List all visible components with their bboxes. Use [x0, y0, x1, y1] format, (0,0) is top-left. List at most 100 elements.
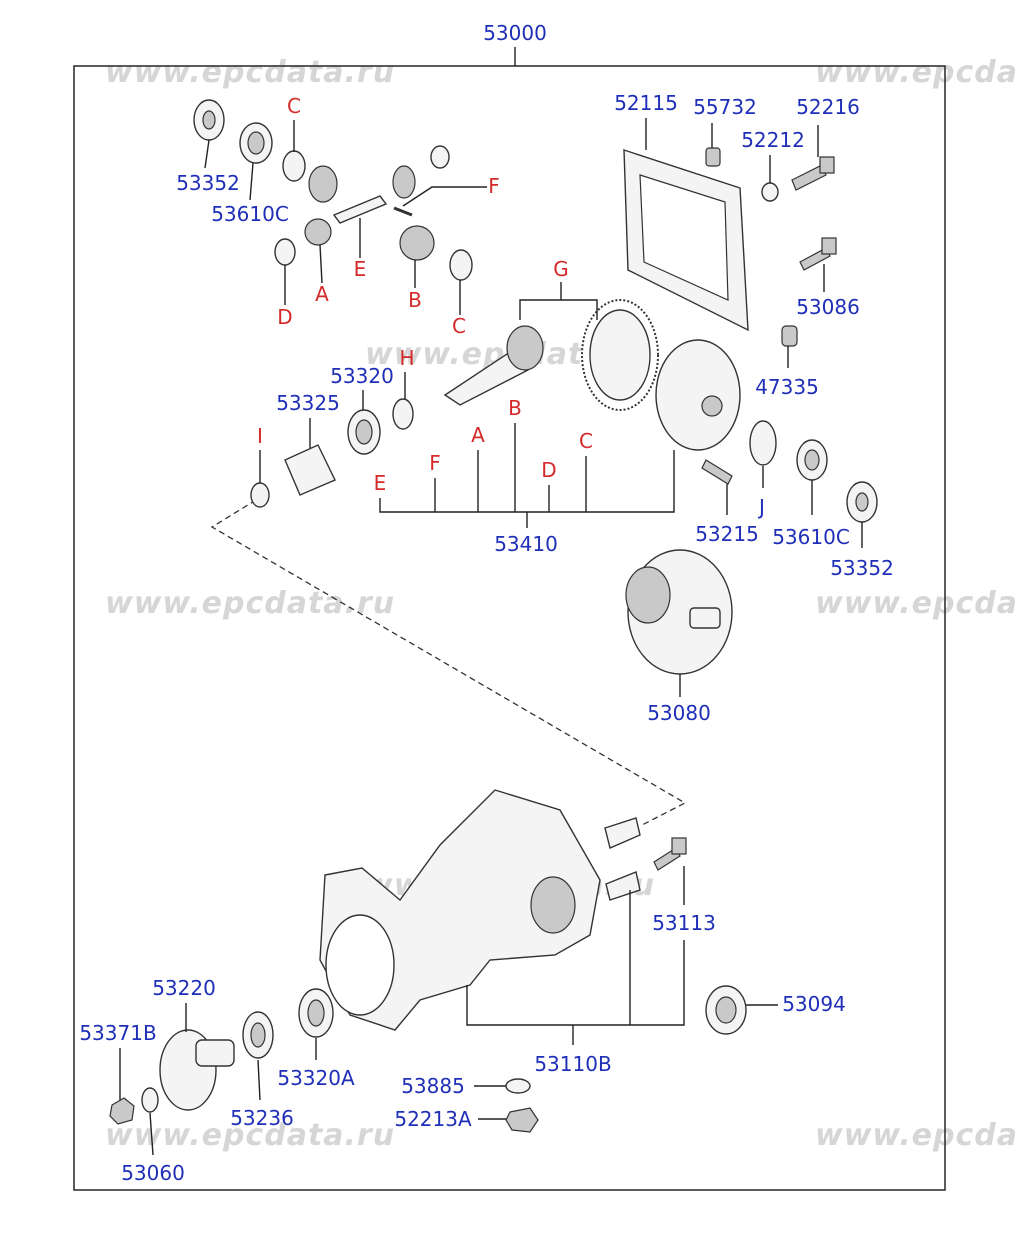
part-label[interactable]: 52213A	[394, 1107, 472, 1131]
part-label[interactable]: 52212	[741, 128, 805, 152]
letter-label[interactable]: E	[354, 257, 367, 281]
flange-neck	[195, 1039, 235, 1067]
ring-H	[392, 398, 414, 430]
part-label[interactable]: 53610C	[772, 525, 850, 549]
part-label[interactable]: 53094	[782, 992, 846, 1016]
letter-label[interactable]: A	[315, 282, 329, 306]
letter-label[interactable]: H	[399, 346, 414, 370]
housing-flange-face	[325, 914, 395, 1016]
side-gear	[308, 165, 338, 203]
washer-52212	[761, 182, 779, 202]
letter-label[interactable]: D	[277, 305, 292, 329]
ring-J	[749, 420, 777, 466]
bearing-cap-lower	[605, 871, 641, 901]
ring-C-mid	[449, 249, 473, 281]
ring-gear-body	[589, 309, 651, 401]
letter-label[interactable]: G	[553, 257, 569, 281]
washer-I	[250, 482, 270, 508]
washer-hole	[855, 492, 869, 512]
bolt-head	[819, 156, 835, 174]
part-label[interactable]: 52216	[796, 95, 860, 119]
letter-label[interactable]: F	[488, 174, 500, 198]
part-label[interactable]: 53352	[830, 556, 894, 580]
assembly-frame	[73, 65, 946, 1191]
housing-bore	[530, 876, 576, 934]
part-drawings	[109, 99, 878, 1133]
group-label[interactable]: 53410	[494, 532, 558, 556]
bolt-53215	[701, 459, 733, 485]
ring-C-top	[282, 150, 306, 182]
part-label[interactable]: 53080	[647, 701, 711, 725]
part-label[interactable]: 53352	[176, 171, 240, 195]
seal-inner	[250, 1022, 266, 1048]
pinion-teeth	[506, 325, 544, 371]
part-label[interactable]: 53236	[230, 1106, 294, 1130]
letter-label[interactable]: C	[287, 94, 301, 118]
side-gear-upper	[392, 165, 416, 199]
part-label[interactable]: 53371B	[79, 1021, 156, 1045]
group-label[interactable]: 53110B	[534, 1052, 611, 1076]
watermark-text: www.epcdata.ru	[105, 55, 395, 90]
dashed-connector	[210, 499, 687, 827]
part-label[interactable]: 53220	[152, 976, 216, 1000]
watermark-text: www.epcdata.ru	[105, 1118, 395, 1153]
part-label[interactable]: 53060	[121, 1161, 185, 1185]
letter-label[interactable]: I	[257, 424, 263, 448]
bearing-inner	[307, 999, 325, 1027]
nut-53371B	[109, 1097, 135, 1125]
assembly-number[interactable]: 53000	[483, 21, 547, 45]
bearing-inner	[804, 449, 820, 471]
part-label[interactable]: 53086	[796, 295, 860, 319]
differential-case	[655, 339, 741, 451]
letter-label[interactable]: C	[452, 314, 466, 338]
group-letter[interactable]: B	[508, 396, 522, 420]
bearing-cap-upper	[604, 817, 641, 849]
group-letter[interactable]: D	[541, 458, 556, 482]
seal-inner	[715, 996, 737, 1024]
washer-D	[274, 238, 296, 266]
group-letter[interactable]: E	[374, 471, 387, 495]
part-label[interactable]: 53885	[401, 1074, 465, 1098]
part-label[interactable]: 52115	[614, 91, 678, 115]
bolt-head	[671, 837, 687, 855]
part-label[interactable]: 53320A	[277, 1066, 355, 1090]
part-label[interactable]: 53215	[695, 522, 759, 546]
letter-label[interactable]: B	[408, 288, 422, 312]
part-label[interactable]: 53113	[652, 911, 716, 935]
bolt-head	[821, 237, 837, 255]
part-label[interactable]: 55732	[693, 95, 757, 119]
bearing-inner	[247, 131, 265, 155]
bearing-inner	[355, 419, 373, 445]
washer-hole	[202, 110, 216, 130]
pin-F	[393, 206, 413, 217]
part-label[interactable]: 47335	[755, 375, 819, 399]
pinion-gear-B	[399, 225, 435, 261]
watermark-text: www.epcdata.ru	[815, 1118, 1019, 1153]
shaft-E	[332, 195, 388, 224]
letter-label[interactable]: J	[757, 495, 765, 519]
pin-55732	[705, 147, 721, 167]
part-label[interactable]: 53610C	[211, 202, 289, 226]
washer-53060	[141, 1087, 159, 1113]
group-letter[interactable]: A	[471, 423, 485, 447]
pinion-gear-A	[304, 218, 332, 246]
callout-labels: 53352 53610C C E F A B D C G H I J 52115…	[79, 91, 893, 1185]
part-label[interactable]: 53325	[276, 391, 340, 415]
watermark-text: www.epcdata.ru	[105, 586, 395, 621]
plug-52213A	[505, 1107, 539, 1133]
leader-lines	[119, 118, 863, 1156]
washer-upper	[430, 145, 450, 169]
watermark-text: www.epcdata.ru	[815, 55, 1019, 90]
diff-hub	[689, 607, 721, 629]
bolt-52216	[791, 164, 827, 191]
case-hub	[701, 395, 723, 417]
cover-gasket	[639, 174, 729, 301]
washer-53885	[505, 1078, 531, 1094]
watermark-text: www.epcdata.ru	[815, 586, 1019, 621]
diff-cage	[625, 566, 671, 624]
plug-47335	[781, 325, 798, 347]
group-letter[interactable]: C	[579, 429, 593, 453]
group-letter[interactable]: F	[429, 451, 441, 475]
part-label[interactable]: 53320	[330, 364, 394, 388]
